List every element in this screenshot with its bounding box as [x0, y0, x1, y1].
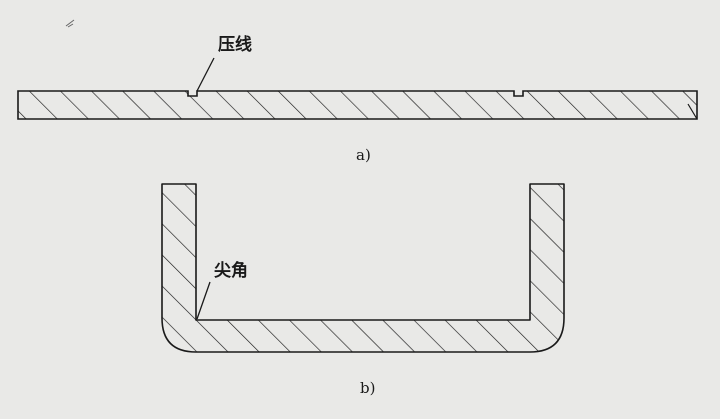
strip-end-mark — [687, 103, 698, 120]
channel-body — [161, 183, 565, 353]
pencil-mark — [65, 19, 75, 28]
sharp-corner-label: 尖角 — [214, 260, 248, 281]
part-b-channel — [161, 183, 565, 353]
caption-a: a) — [356, 146, 371, 164]
score-line-label: 压线 — [218, 34, 252, 55]
caption-b: b) — [360, 379, 375, 397]
sharp-corner-leader — [196, 281, 211, 320]
strip-body — [17, 90, 698, 120]
part-a-strip — [17, 90, 698, 120]
score-line-leader — [196, 57, 215, 92]
